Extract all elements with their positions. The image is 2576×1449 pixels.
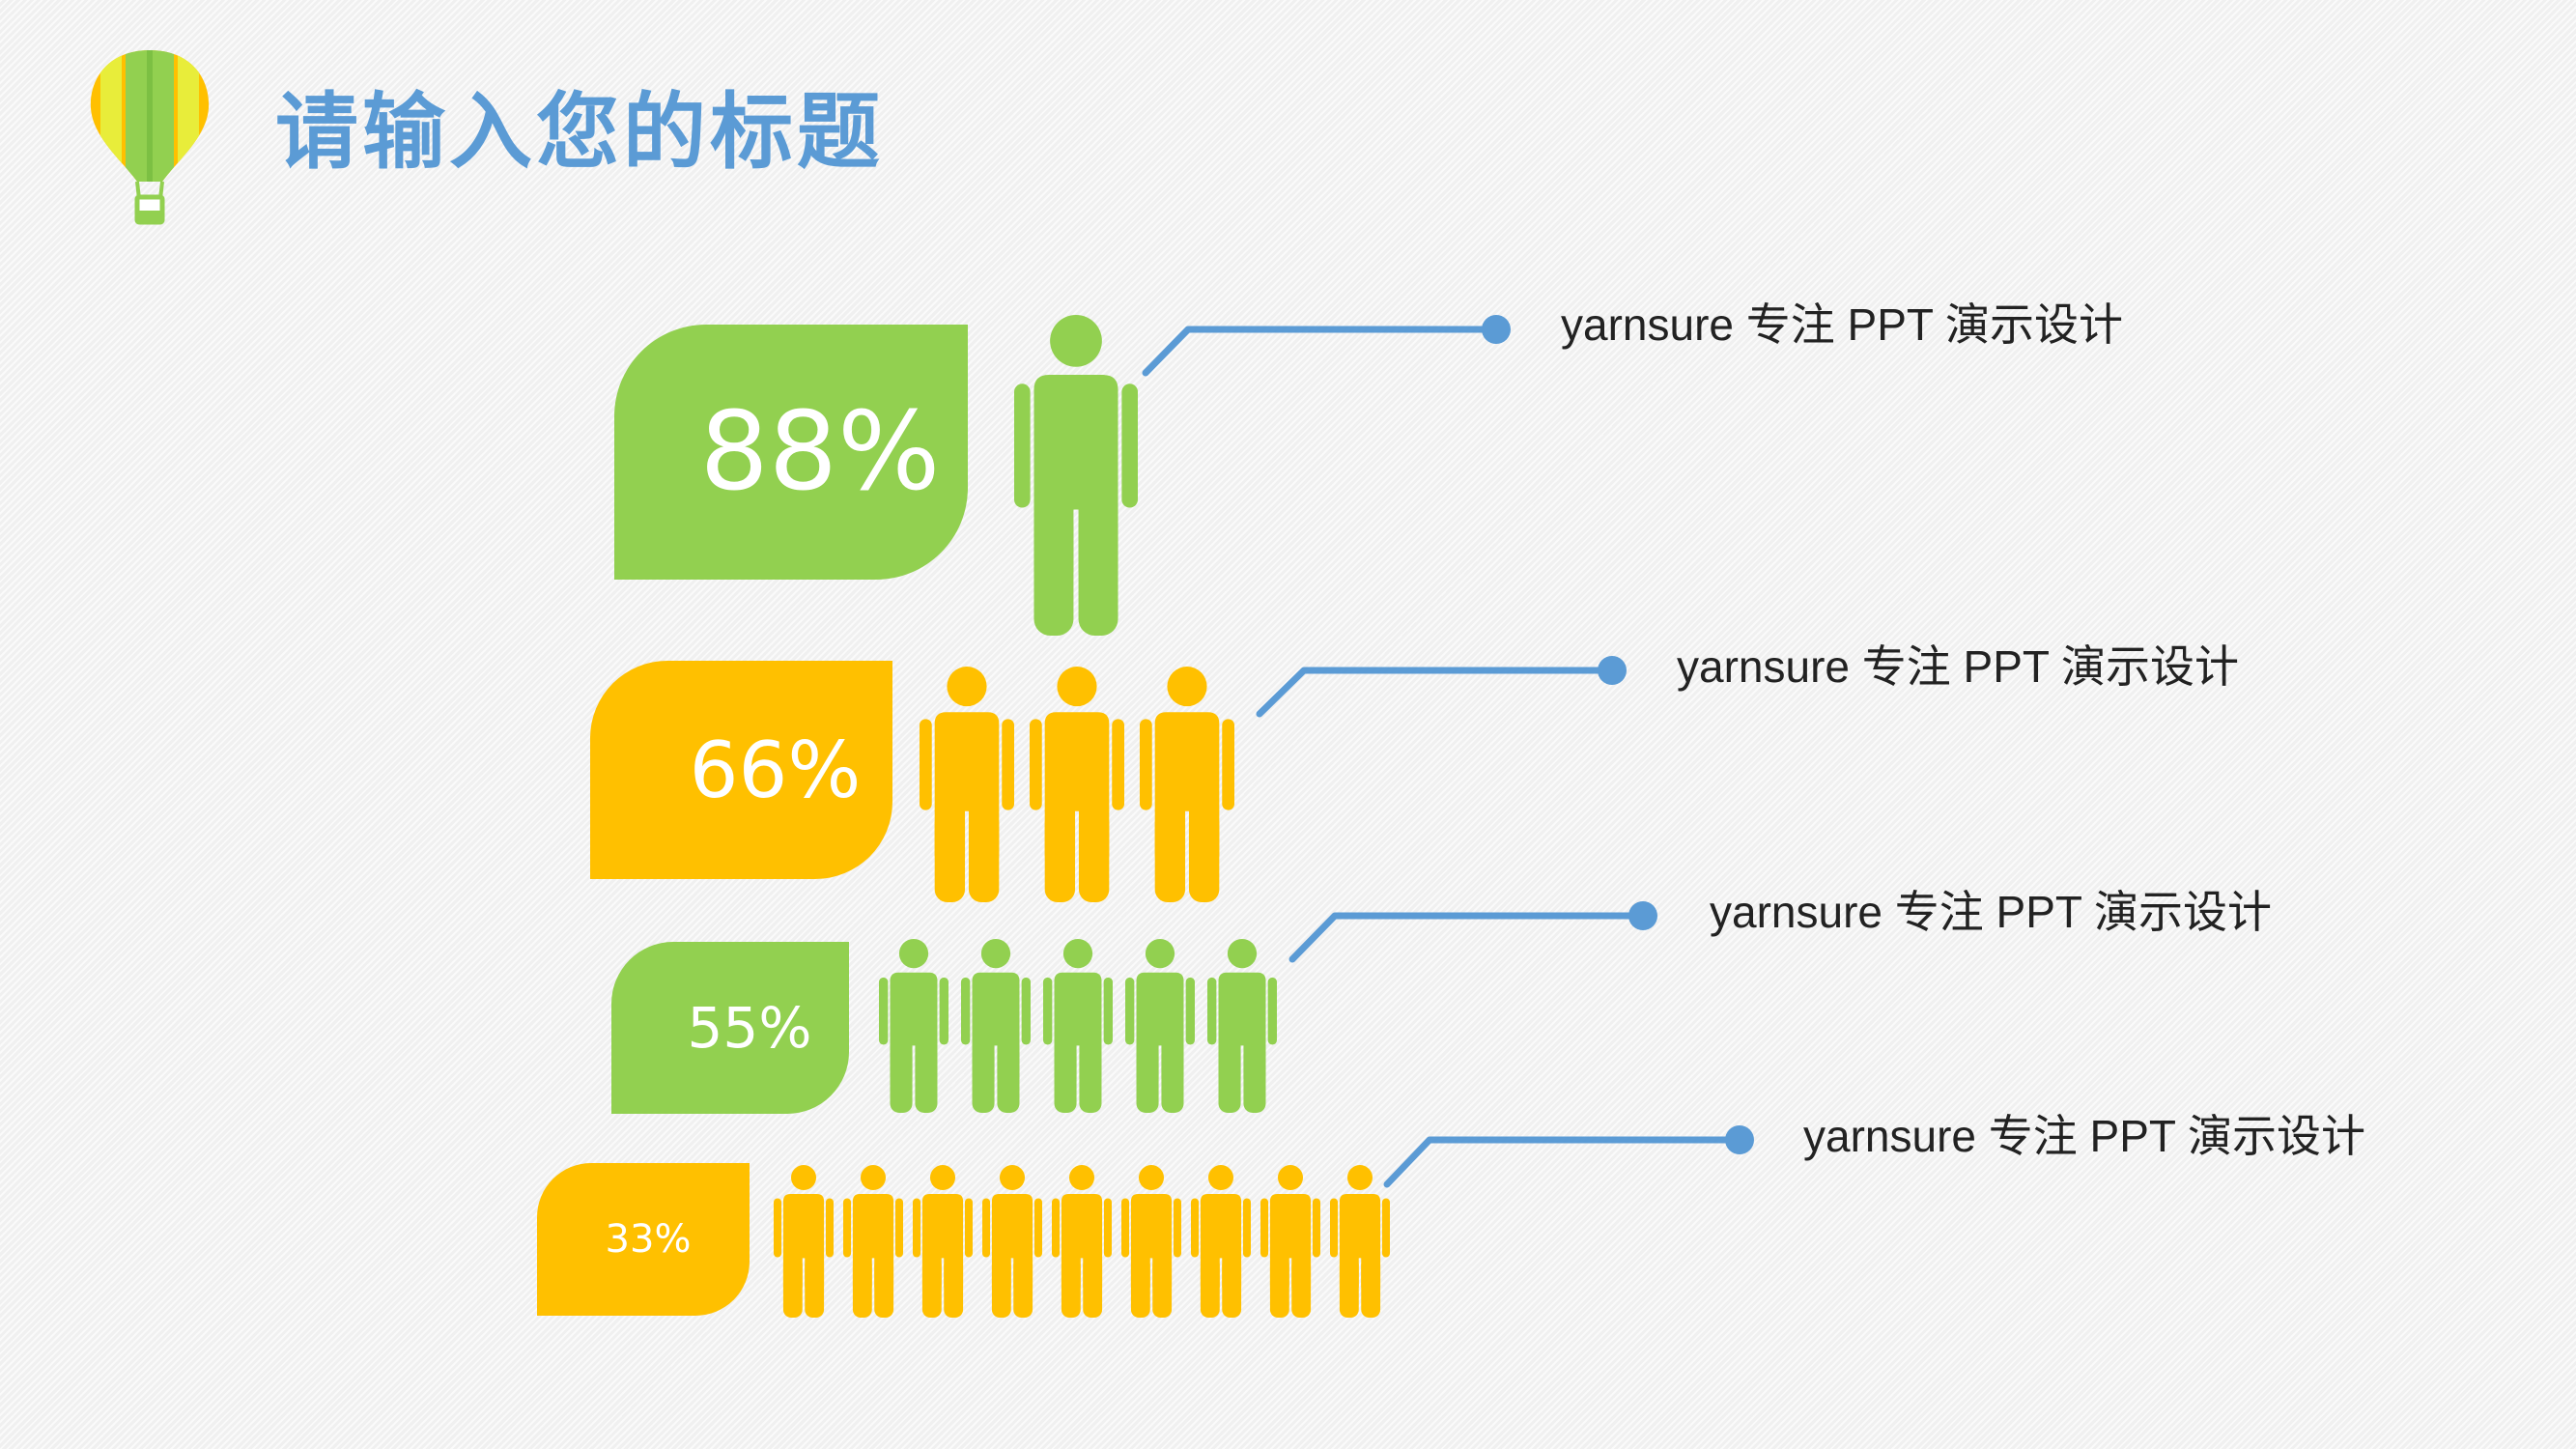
description-label-3: yarnsure 专注 PPT 演示设计 xyxy=(1710,887,2272,937)
page-title: 请输入您的标题 xyxy=(275,84,884,181)
description-label-2: yarnsure 专注 PPT 演示设计 xyxy=(1677,641,2239,692)
connector-dot-4 xyxy=(1725,1125,1754,1154)
percent-badge-66: 66% xyxy=(590,661,892,879)
person-icon xyxy=(1030,667,1124,902)
connector-line-4 xyxy=(1383,1136,1742,1188)
percent-label: 66% xyxy=(689,724,862,815)
person-icon xyxy=(1052,1165,1112,1318)
person-icon xyxy=(913,1165,973,1318)
connector-line-3 xyxy=(1288,912,1646,963)
person-icon xyxy=(1207,939,1277,1113)
person-icon xyxy=(879,939,948,1113)
connector-line-2 xyxy=(1256,667,1615,718)
hot-air-balloon-icon xyxy=(90,50,210,225)
percent-label: 55% xyxy=(687,995,812,1061)
percent-label: 88% xyxy=(699,389,941,515)
percent-badge-33: 33% xyxy=(537,1163,750,1316)
percent-badge-55: 55% xyxy=(611,942,849,1114)
person-icon xyxy=(1330,1165,1390,1318)
person-icon xyxy=(1140,667,1234,902)
person-icon xyxy=(961,939,1031,1113)
person-icon xyxy=(920,667,1014,902)
person-icon xyxy=(843,1165,903,1318)
person-icon xyxy=(1125,939,1195,1113)
connector-dot-2 xyxy=(1598,656,1627,685)
percent-label: 33% xyxy=(605,1217,692,1262)
person-icon xyxy=(774,1165,834,1318)
connector-line-1 xyxy=(1142,326,1499,377)
person-icon xyxy=(1121,1165,1181,1318)
person-icon xyxy=(1260,1165,1320,1318)
person-icon xyxy=(982,1165,1042,1318)
person-icon xyxy=(1043,939,1113,1113)
connector-dot-1 xyxy=(1482,315,1511,344)
person-icon xyxy=(1014,315,1138,636)
description-label-1: yarnsure 专注 PPT 演示设计 xyxy=(1561,299,2123,350)
description-label-4: yarnsure 专注 PPT 演示设计 xyxy=(1803,1111,2365,1161)
person-icon xyxy=(1191,1165,1251,1318)
connector-dot-3 xyxy=(1628,901,1657,930)
percent-badge-88: 88% xyxy=(614,325,968,580)
